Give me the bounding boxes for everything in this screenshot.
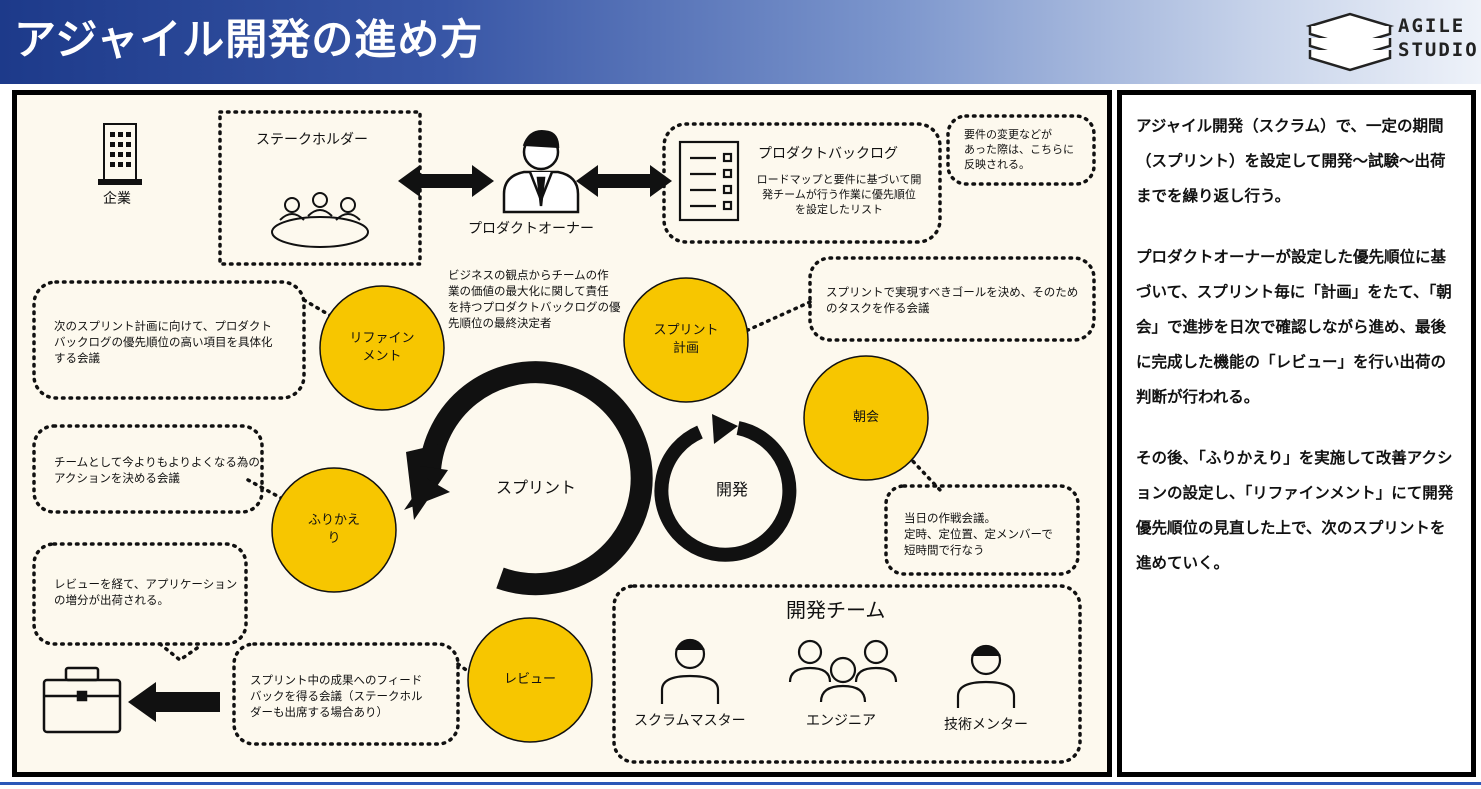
dev-team-box [612,584,1082,764]
po-desc-line: ビジネスの観点からチームの作 [448,268,609,282]
review-note-line: ダーも出席する場合あり） [250,705,388,719]
release-arrow [128,682,220,722]
planning-label-line: スプリント [653,323,719,338]
refinement-label: リファインメント [320,286,444,410]
release-note: レビューを経て、アプリケーション の増分が出荷される。 [54,576,237,608]
double-arrow-icon [398,165,672,197]
planning-label-line: 計画 [672,341,699,356]
team-title: 開発チーム [786,598,886,622]
review-note-line: スプリント中の成果へのフィード [250,673,423,687]
company-label: 企業 [103,191,131,207]
release-note-line: レビューを経て、アプリケーション [54,577,238,591]
po-desc-line: を持つプロダクトバックログの優 [448,300,621,314]
dev-label: 開発 [716,480,749,499]
po-desc-line: 業の価値の最大化に関して責任 [448,284,609,298]
explanation-paragraph: アジャイル開発（スクラム）で、一定の期間（スプリント）を設定して開発～試験～出荷… [1136,117,1446,205]
review-note-box [232,642,460,746]
retro-note-line: アクションを決める会議 [54,471,180,485]
logo-wordmark: AGILE STUDIO [1398,14,1479,62]
refinement-note: 次のスプリント計画に向けて、プロダクト バックログの優先順位の高い項目を具体化 … [54,318,273,366]
backlog-document-icon [678,140,740,222]
backlog-note-line: 反映される。 [964,158,1030,171]
retro-note-line: チームとして今よりもよりよくなる為の [54,455,260,469]
backlog-desc-line: を設定したリスト [795,203,883,216]
backlog-note: 要件の変更などが あった際は、こちらに 反映される。 [964,127,1074,172]
planning-label: スプリント計画 [624,278,748,402]
daily-note-line: 定時、定位置、定メンバーで [904,527,1053,541]
logo-line-1: AGILE [1398,15,1466,37]
dev-arrowhead [712,414,738,444]
daily-note: 当日の作戦会議。 定時、定位置、定メンバーで 短時間で行なう [904,510,1053,558]
backlog-desc-line: 発チームが行う作業に優先順位 [762,188,916,201]
po-desc-line: 先順位の最終決定者 [448,316,552,330]
scrum-master-icon [660,638,720,704]
daily-note-line: 当日の作戦会議。 [904,511,996,525]
backlog-note-box [946,114,1096,186]
retro-label: ふりかえり [272,468,396,592]
backlog-note-line: 要件の変更などが [964,128,1052,141]
daily-label: 朝会 [852,410,879,425]
bottom-rule [0,782,1481,785]
planning-note-box [808,256,1096,342]
engineers-icon [788,639,898,703]
team-member-tech-mentor: 技術メンター [944,717,1028,733]
refinement-note-line: する会議 [54,351,100,365]
refinement-label-line: メント [362,349,402,364]
daily-note-box [884,484,1080,576]
planning-circle [623,277,749,403]
po-description: ビジネスの観点からチームの作 業の価値の最大化に関して責任 を持つプロダクトバッ… [448,267,621,331]
building-icon [98,123,142,185]
refinement-circle [319,285,445,411]
dev-cycle-arrow [654,421,797,562]
daily-circle [803,355,929,481]
product-owner-icon [502,130,580,214]
backlog-note-line: あった際は、こちらに [964,143,1074,156]
explanation-paragraph: プロダクトオーナーが設定した優先順位に基づいて、スプリント毎に「計画」をたて、「… [1136,248,1452,406]
refinement-label-line: リファイン [349,331,415,346]
retro-note-box [32,424,264,514]
review-note-line: バックを得る会議（ステークホル [250,689,423,703]
sprint-label: スプリント [496,478,577,497]
explanation-paragraph: その後、「ふりかえり」を実施して改善アクションの設定し、「リファインメント」にて… [1136,449,1454,572]
release-note-line: の増分が出荷される。 [54,593,169,607]
logo-line-2: STUDIO [1398,39,1479,61]
backlog-description: ロードマップと要件に基づいて開 発チームが行う作業に優先順位 を設定したリスト [744,172,934,217]
review-circle [467,617,593,743]
retro-note: チームとして今よりもよりよくなる為の アクションを決める会議 [54,454,260,486]
planning-note-line: のタスクを作る会議 [826,301,930,315]
planning-note: スプリントで実現すべきゴールを決め、そのため のタスクを作る会議 [826,284,1078,316]
refinement-note-line: バックログの優先順位の高い項目を具体化 [54,335,273,349]
product-owner-label: プロダクトオーナー [468,221,594,237]
stakeholder-label: ステークホルダー [256,132,368,148]
refinement-note-line: 次のスプリント計画に向けて、プロダクト [54,319,272,333]
backlog-title: プロダクトバックログ [758,146,898,162]
review-note: スプリント中の成果へのフィード バックを得る会議（ステークホル ダーも出席する場… [250,672,423,720]
team-member-scrum-master: スクラムマスター [634,713,746,729]
review-label: レビュー [503,672,556,687]
retro-label-line: り [327,531,341,546]
tech-mentor-icon [956,644,1016,708]
daily-note-line: 短時間で行なう [904,543,985,557]
team-member-engineer: エンジニア [806,713,876,729]
refinement-note-box [32,280,306,400]
meeting-table-icon [271,192,369,248]
planning-note-line: スプリントで実現すべきゴールを決め、そのため [826,285,1079,299]
header-bar [0,0,1481,84]
agile-studio-logo [1306,12,1395,72]
sprint-cycle-arrow [419,361,653,596]
retro-label-line: ふりかえ [307,513,360,528]
briefcase-icon [42,666,122,734]
explanation-panel: アジャイル開発（スクラム）で、一定の期間（スプリント）を設定して開発～試験～出荷… [1117,90,1476,777]
release-note-box [32,542,248,646]
backlog-desc-line: ロードマップと要件に基づいて開 [756,173,922,186]
retro-circle [271,467,397,593]
page-title: アジャイル開発の進め方 [14,15,484,64]
